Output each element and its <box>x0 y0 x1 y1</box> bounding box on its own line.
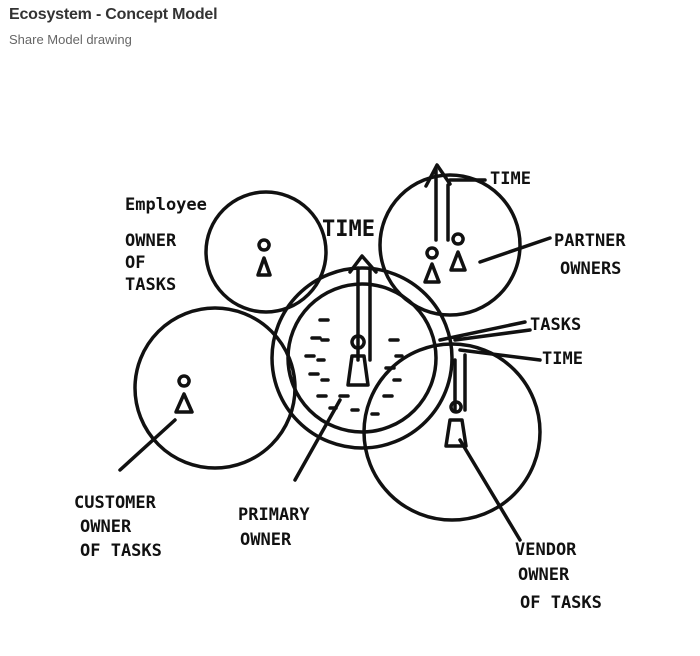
partner-pointer <box>478 236 552 264</box>
vendor-label: VENDOR <box>515 540 577 560</box>
vendor-person-icon <box>444 400 468 448</box>
vendor-pointer <box>458 438 522 542</box>
time-top-label: TIME <box>490 169 531 189</box>
employee-label: OWNER <box>125 231 177 251</box>
partner-label: OWNERS <box>560 259 621 279</box>
primary-circle-outer <box>270 266 454 450</box>
employee-person-icon <box>256 238 272 277</box>
vendor-label: OF TASKS <box>520 593 602 613</box>
partner-person-icon <box>423 232 467 284</box>
primary-person-icon <box>346 334 370 387</box>
vendor-label: OWNER <box>518 565 570 585</box>
primary-label: OWNER <box>240 530 292 550</box>
time-arrow-top <box>424 163 487 242</box>
customer-label: OWNER <box>80 517 132 537</box>
vendor-circle <box>362 342 542 522</box>
customer-label: OF TASKS <box>80 541 162 561</box>
employee-label: OF <box>125 253 145 273</box>
tasks-lines <box>438 320 542 412</box>
task-dashes <box>304 318 404 416</box>
employee-circle <box>204 190 328 314</box>
time-arrow-center <box>348 254 378 362</box>
customer-label: CUSTOMER <box>74 493 157 513</box>
customer-person-icon <box>174 374 194 414</box>
partner-circle <box>378 173 522 317</box>
employee-label: TASKS <box>125 275 176 295</box>
customer-circle <box>133 306 297 470</box>
partner-label: PARTNER <box>554 231 626 251</box>
time-center-label: TIME <box>322 217 375 242</box>
time-right-label: TIME <box>542 349 583 369</box>
primary-pointer <box>293 398 342 482</box>
primary-circle-inner <box>286 282 438 434</box>
primary-label: PRIMARY <box>238 505 310 525</box>
page-title: Ecosystem - Concept Model <box>9 6 218 23</box>
employee-label: Employee <box>125 195 207 215</box>
page-subtitle[interactable]: Share Model drawing <box>9 32 132 47</box>
tasks-label: TASKS <box>530 315 581 335</box>
customer-pointer <box>118 418 177 472</box>
